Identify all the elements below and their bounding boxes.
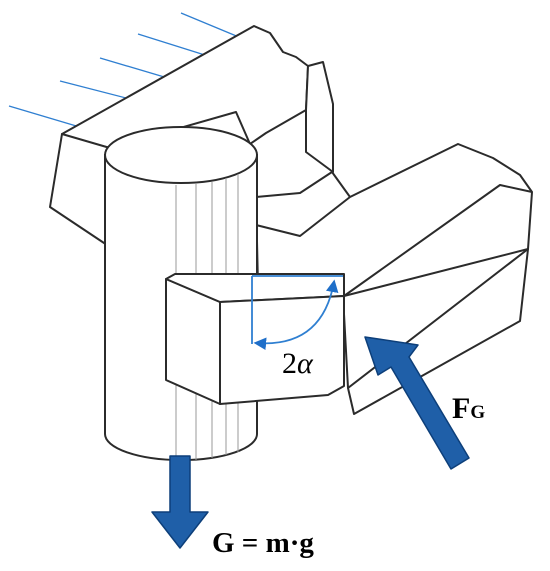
- prism-jaw-block: [165, 273, 345, 405]
- angle-indicator: [251, 275, 343, 351]
- clamping-force-arrow: [364, 336, 470, 470]
- angle-prefix: 2: [282, 347, 297, 380]
- weight-label: G = m·g: [212, 527, 314, 559]
- angle-label: 2α: [282, 349, 313, 379]
- upper-frame-block: [49, 25, 334, 248]
- force-subscript: G: [470, 402, 486, 423]
- clamping-force-label: FG: [452, 394, 485, 424]
- angle-symbol: α: [297, 347, 313, 380]
- force-main: F: [452, 392, 471, 425]
- weight-force-arrow: [151, 455, 209, 549]
